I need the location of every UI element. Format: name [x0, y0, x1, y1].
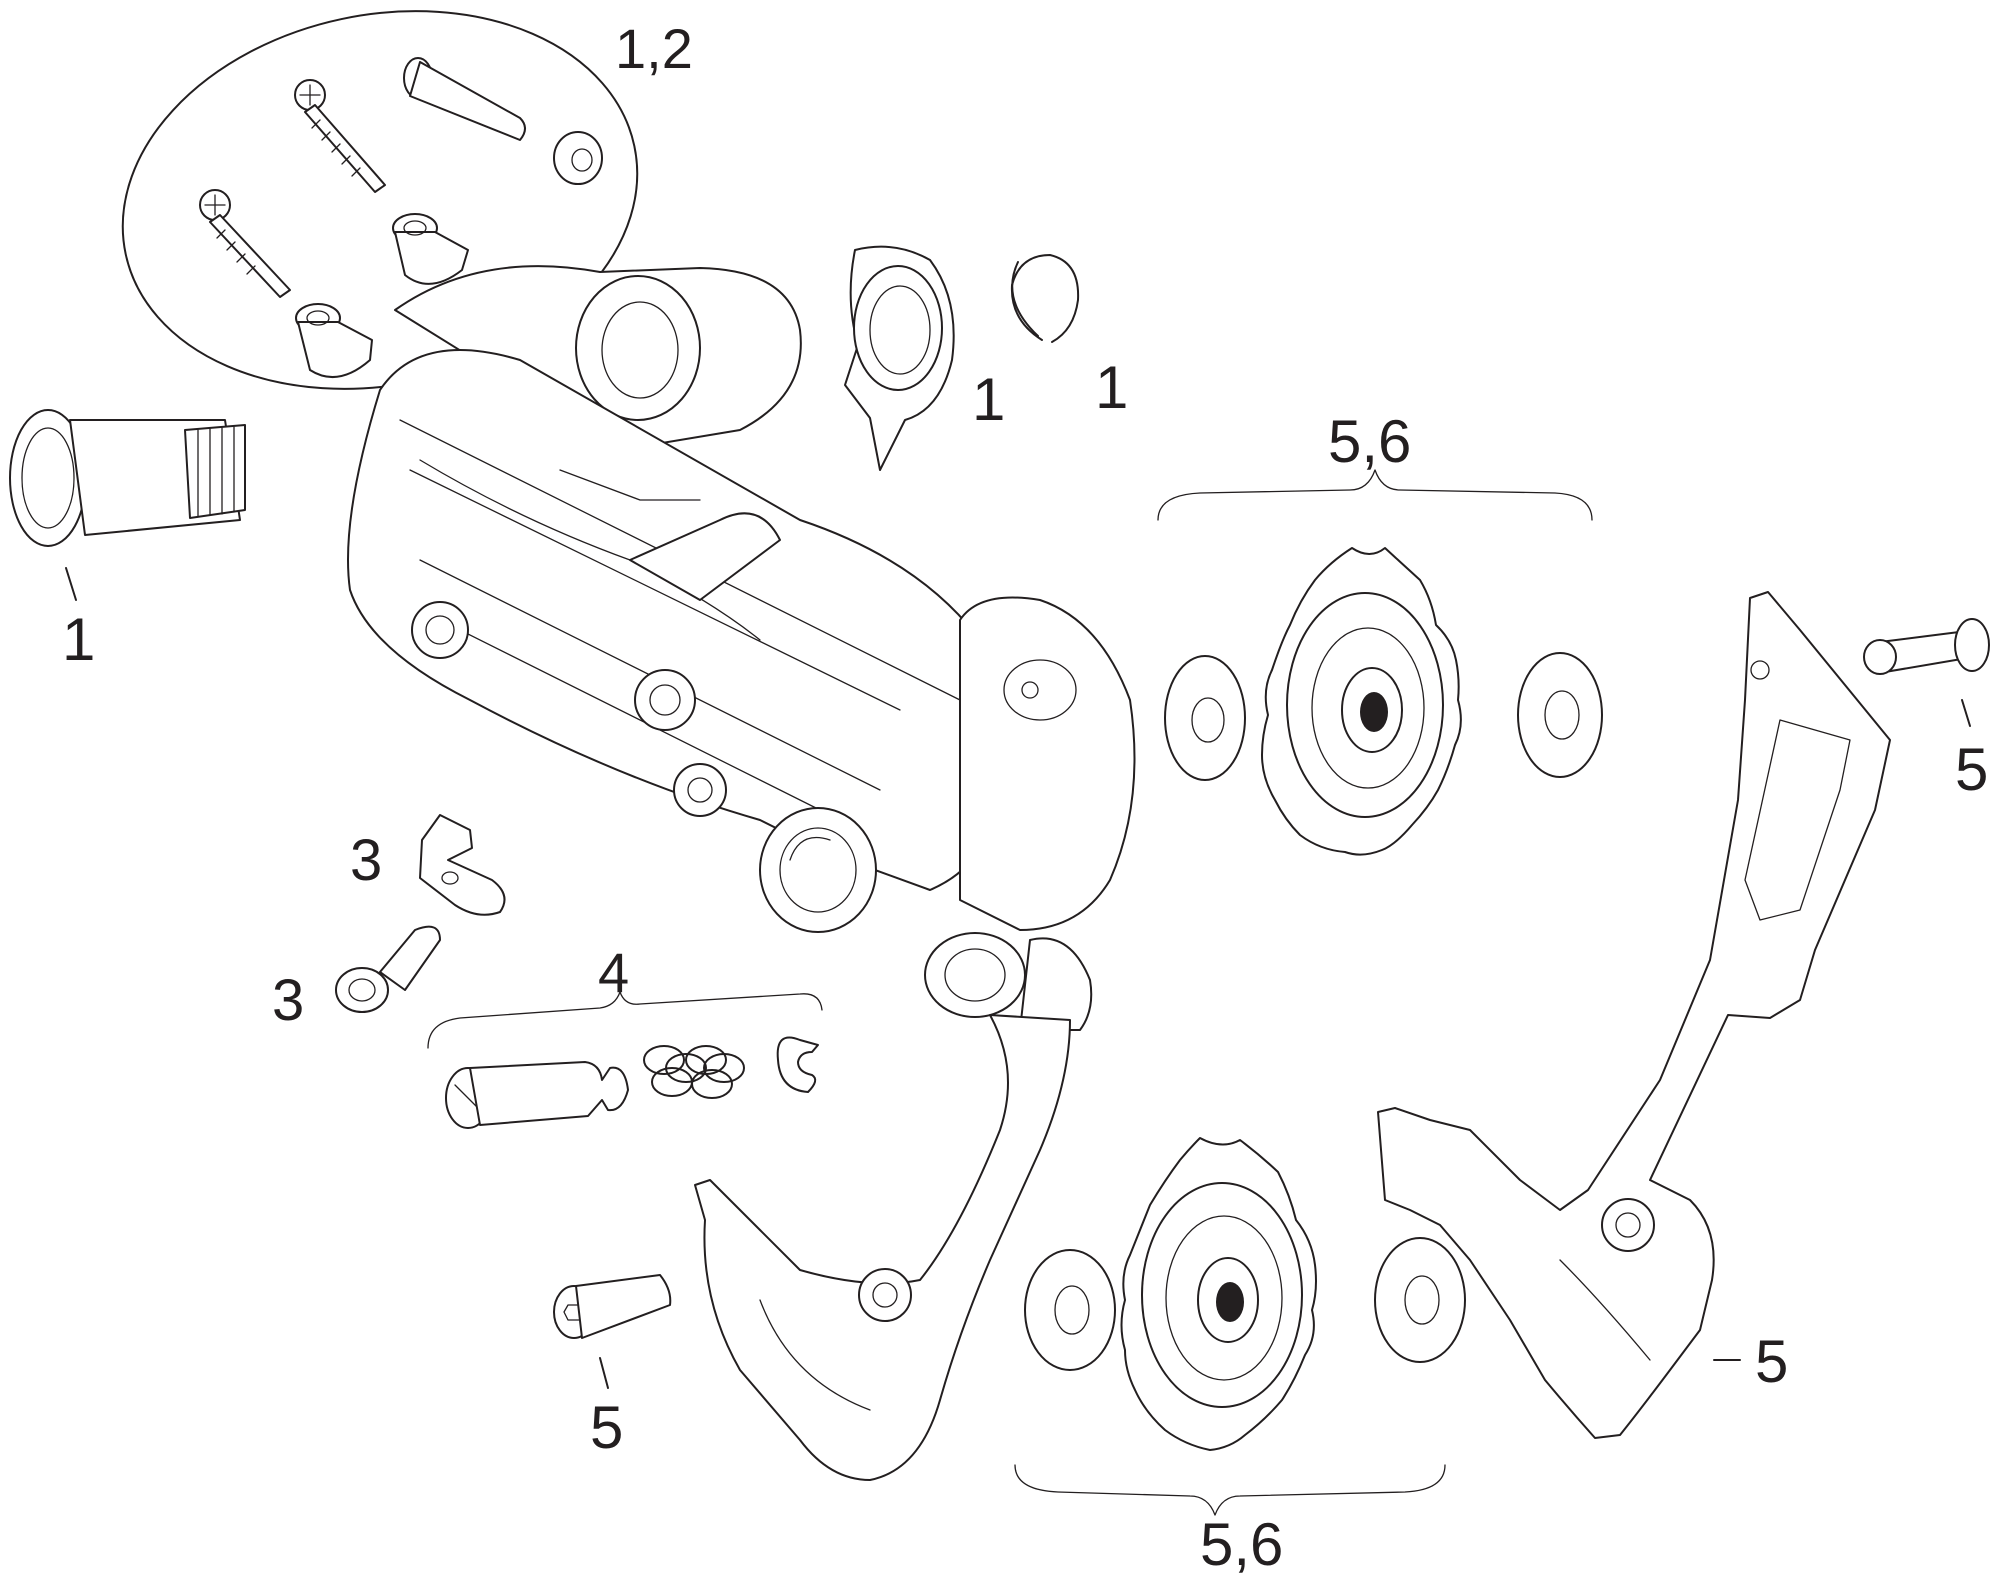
label-limit-b: 3: [272, 968, 304, 1033]
barrel-adjuster-icon: [392, 213, 469, 285]
label-cage-bolt-left: 5: [590, 1394, 623, 1461]
snap-ring-icon: [1010, 254, 1080, 343]
pulley-washer-icon: [1164, 655, 1246, 781]
pivot-bolt-icon: [445, 1061, 629, 1129]
jockey-wheel-icon: [1120, 1137, 1317, 1451]
label-cable-stop-a: 1: [972, 366, 1005, 433]
derailleur-body-icon: [347, 265, 1136, 1031]
bracket-line: [427, 991, 823, 1049]
washer-icon: [553, 131, 603, 185]
pulley-washer-icon: [1517, 652, 1603, 778]
cable-clamp-icon: [419, 814, 506, 916]
pulley-washer-icon: [1024, 1249, 1116, 1371]
e-clip-icon: [776, 1036, 819, 1093]
mount-bolt-icon: [9, 409, 246, 547]
label-lower-pulley: 5,6: [1200, 1511, 1283, 1578]
cage-bolt-icon: [553, 1274, 672, 1339]
leader-line: [1961, 699, 1971, 727]
bracket-line: [1014, 1464, 1446, 1516]
pulley-bolt-icon: [1863, 618, 1990, 675]
bracket-line: [1157, 469, 1593, 521]
label-cable-stop-b: 1: [1095, 354, 1128, 421]
label-pivot-kit: 4: [598, 941, 629, 1004]
limit-screw-icon: [294, 79, 386, 193]
jockey-wheel-icon: [1261, 547, 1462, 856]
label-hardware-kit: 1,2: [615, 17, 693, 80]
label-pulley-bolt-right: 5: [1955, 736, 1988, 803]
cable-bolt-icon: [335, 925, 441, 1013]
hardware-kit-group: [121, 10, 639, 390]
b-knuckle-icon: [844, 245, 955, 471]
label-limit-a: 3: [350, 828, 382, 893]
inner-cage-plate-icon: [694, 1014, 1071, 1481]
label-mount-bolt: 1: [62, 606, 95, 673]
leader-line: [599, 1357, 609, 1389]
label-cage-right: 5: [1755, 1328, 1788, 1395]
spring-icon: [643, 1045, 745, 1099]
outer-cage-plate-icon: [1377, 591, 1891, 1439]
label-upper-pulley: 5,6: [1328, 408, 1411, 475]
leader-line: [65, 567, 77, 601]
pulley-washer-icon: [1374, 1237, 1466, 1363]
barrel-adjuster-icon: [295, 303, 373, 378]
pivot-pin-icon: [403, 57, 526, 141]
limit-screw-icon: [199, 189, 291, 298]
